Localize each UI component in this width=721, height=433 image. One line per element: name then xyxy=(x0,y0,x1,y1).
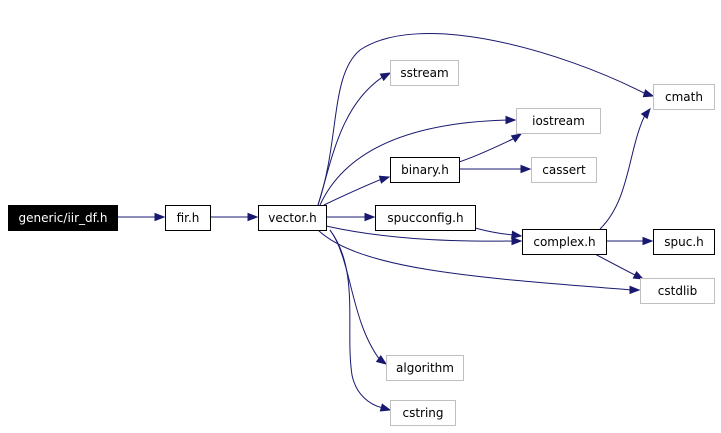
node-label: cstring xyxy=(402,406,443,420)
node-box xyxy=(8,205,118,231)
edge-line xyxy=(323,178,383,206)
node-box xyxy=(390,400,456,426)
edge-complex-to-cmath xyxy=(599,107,651,230)
arrowhead-icon xyxy=(642,89,655,98)
edge-vector-to-complex xyxy=(325,225,523,246)
node-box xyxy=(165,205,211,231)
node-box xyxy=(386,355,464,381)
node-label: cassert xyxy=(542,163,586,177)
node-iostream: iostream xyxy=(516,108,601,134)
node-label: complex.h xyxy=(533,235,595,249)
edges-layer xyxy=(117,33,655,412)
edge-vector-to-cmath xyxy=(317,33,655,206)
edge-line xyxy=(594,253,638,277)
edge-binary-to-iostream xyxy=(458,133,523,163)
edge-complex-to-cstdlib xyxy=(594,253,645,280)
node-cstring: cstring xyxy=(390,400,456,426)
node-spucconfig[interactable]: spucconfig.h xyxy=(375,205,476,231)
arrowhead-icon xyxy=(379,403,392,412)
node-box xyxy=(531,157,597,183)
node-cmath: cmath xyxy=(653,84,715,110)
edge-vector-to-iostream xyxy=(319,115,517,206)
arrowhead-icon xyxy=(247,212,259,222)
arrowhead-icon xyxy=(379,72,392,82)
node-label: fir.h xyxy=(177,211,200,225)
node-fir[interactable]: fir.h xyxy=(165,205,211,231)
edge-line xyxy=(319,119,509,206)
node-label: vector.h xyxy=(268,211,316,225)
arrowhead-icon xyxy=(642,236,654,246)
node-label: algorithm xyxy=(396,361,454,375)
edge-line xyxy=(317,33,647,206)
edge-vector-to-sstream xyxy=(317,72,392,206)
node-label: binary.h xyxy=(401,163,449,177)
edge-line xyxy=(329,229,384,409)
edge-line xyxy=(458,137,516,163)
arrowhead-icon xyxy=(378,175,391,184)
arrowhead-icon xyxy=(632,270,645,280)
edge-vector-to-algorithm xyxy=(329,229,388,365)
node-box xyxy=(375,205,476,231)
edge-root-to-fir xyxy=(117,212,166,222)
edge-fir-to-vector xyxy=(210,212,259,222)
node-label: cmath xyxy=(665,90,703,104)
edge-line xyxy=(325,225,515,242)
node-box xyxy=(653,229,715,255)
node-spuc[interactable]: spuc.h xyxy=(653,229,715,255)
node-complex[interactable]: complex.h xyxy=(522,229,607,255)
edge-vector-to-spucconfig xyxy=(326,212,376,222)
edge-vector-to-binary xyxy=(323,175,391,206)
node-binary[interactable]: binary.h xyxy=(390,157,460,183)
edge-complex-to-spuc xyxy=(606,236,654,246)
edge-line xyxy=(599,114,646,230)
arrowhead-icon xyxy=(640,107,651,120)
node-box xyxy=(516,108,601,134)
arrowhead-icon xyxy=(510,133,523,143)
node-cassert: cassert xyxy=(531,157,597,183)
edge-line xyxy=(329,229,381,361)
arrowhead-icon xyxy=(511,230,523,239)
node-label: spuc.h xyxy=(664,235,704,249)
arrowhead-icon xyxy=(364,212,376,222)
edge-binary-to-cassert xyxy=(459,164,532,174)
edge-line xyxy=(474,227,515,236)
node-box xyxy=(653,84,715,110)
node-box xyxy=(258,205,327,231)
edge-vector-to-cstring xyxy=(329,229,392,412)
arrowhead-icon xyxy=(375,354,388,365)
arrowhead-icon xyxy=(520,164,532,174)
node-algorithm: algorithm xyxy=(386,355,464,381)
node-label: spucconfig.h xyxy=(387,211,463,225)
node-sstream: sstream xyxy=(390,60,459,86)
node-vector[interactable]: vector.h xyxy=(258,205,327,231)
node-label: iostream xyxy=(532,114,585,128)
node-box xyxy=(390,157,460,183)
edge-line xyxy=(317,75,385,206)
node-root[interactable]: generic/iir_df.h xyxy=(8,205,118,231)
edge-spucconfig-to-complex xyxy=(474,227,523,239)
node-box xyxy=(390,60,459,86)
node-label: generic/iir_df.h xyxy=(19,211,108,225)
arrowhead-icon xyxy=(505,115,517,125)
arrowhead-icon xyxy=(511,236,523,246)
node-label: cstdlib xyxy=(658,284,697,298)
arrowhead-icon xyxy=(629,285,641,295)
node-box xyxy=(522,229,607,255)
node-label: sstream xyxy=(400,66,448,80)
nodes-layer: generic/iir_df.h fir.h vector.h sstream cmat… xyxy=(8,60,715,426)
arrowhead-icon xyxy=(154,212,166,222)
node-cstdlib: cstdlib xyxy=(640,278,715,304)
node-box xyxy=(640,278,715,304)
